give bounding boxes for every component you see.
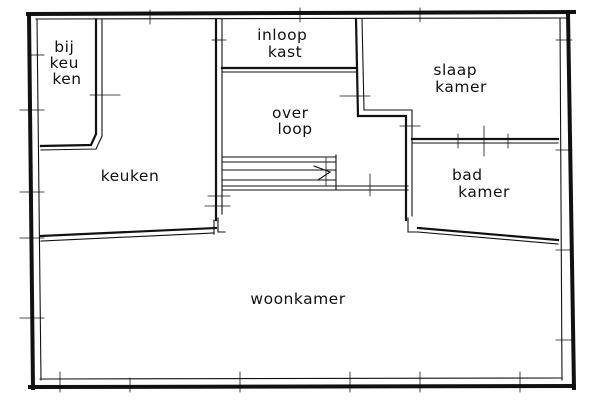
label-overloop: over loop xyxy=(272,104,314,138)
bijkeuken-walls xyxy=(39,18,103,151)
label-badkamer: bad kamer xyxy=(452,166,510,201)
label-keuken: keuken xyxy=(101,167,160,185)
badkamer-woonkamer-wall xyxy=(407,217,560,245)
label-inloopkast: inloop kast xyxy=(257,26,313,61)
label-bijkeuken: bij keu ken xyxy=(50,38,85,88)
label-woonkamer: woonkamer xyxy=(250,290,345,308)
staircase xyxy=(221,154,409,197)
wall-tick-marks xyxy=(19,7,573,393)
badkamer-walls xyxy=(410,125,560,157)
central-walls xyxy=(214,17,413,222)
outer-walls xyxy=(25,9,577,391)
keuken-woonkamer-wall xyxy=(39,217,226,242)
label-slaapkamer: slaap kamer xyxy=(433,61,487,96)
